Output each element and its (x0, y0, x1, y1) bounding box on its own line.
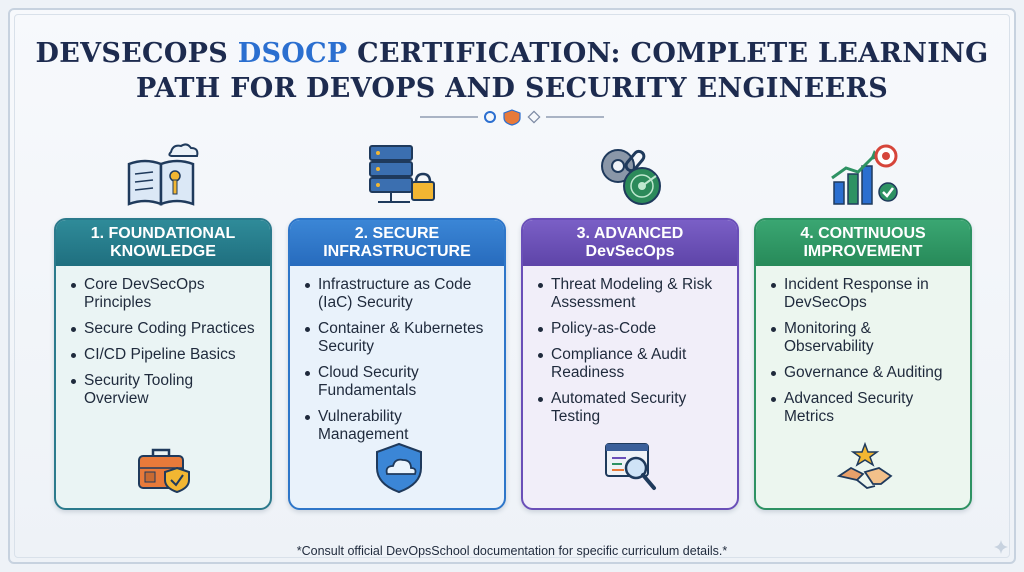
list-item: Advanced Security Metrics (766, 390, 960, 426)
inner-frame (14, 14, 1010, 558)
list-item: Policy-as-Code (533, 320, 727, 338)
title-prefix: DEVSECOPS (35, 38, 238, 69)
title-line-1: DEVSECOPS DSOCP CERTIFICATION: COMPLETE … (0, 36, 1024, 71)
shield-icon (503, 109, 521, 126)
list-item: Secure Coding Practices (66, 320, 260, 338)
title-suffix: CERTIFICATION: COMPLETE LEARNING (347, 38, 989, 69)
topic-list: Threat Modeling & Risk Assessment Policy… (533, 276, 727, 426)
handshake-star-icon (836, 442, 893, 489)
card-heading-line-1: 4. CONTINUOUS (800, 225, 926, 242)
server-lock-icon (369, 145, 435, 203)
list-item: CI/CD Pipeline Basics (66, 346, 260, 364)
topic-list: Core DevSecOps Principles Secure Coding … (66, 276, 260, 408)
list-item: Threat Modeling & Risk Assessment (533, 276, 727, 312)
list-item: Cloud Security Fundamentals (300, 364, 494, 400)
list-item: Infrastructure as Code (IaC) Security (300, 276, 494, 312)
list-item: Automated Security Testing (533, 390, 727, 426)
gear-chain-radar-icon (601, 149, 661, 205)
card-heading-line-1: 2. SECURE (354, 225, 440, 242)
list-item: Compliance & Audit Readiness (533, 346, 727, 382)
list-item: Security Tooling Overview (66, 372, 260, 408)
gear-icon (484, 111, 496, 123)
list-item: Container & Kubernetes Security (300, 320, 494, 356)
list-item: Vulnerability Management (300, 408, 494, 444)
list-item: Core DevSecOps Principles (66, 276, 260, 312)
card-heading-line-2: KNOWLEDGE (110, 243, 216, 260)
growth-chart-target-icon (831, 144, 898, 205)
toolkit-shield-icon (138, 448, 190, 494)
title-accent: DSOCP (237, 38, 348, 69)
page-title: DEVSECOPS DSOCP CERTIFICATION: COMPLETE … (0, 36, 1024, 106)
list-item: Monitoring & Observability (766, 320, 960, 356)
title-line-2: PATH FOR DEVOPS AND SECURITY ENGINEERS (135, 73, 889, 104)
card-heading-line-2: DevSecOps (585, 243, 675, 260)
list-item: Incident Response in DevSecOps (766, 276, 960, 312)
sparkle-icon (994, 540, 1008, 554)
card-heading-line-2: IMPROVEMENT (803, 243, 923, 260)
card-heading-line-1: 3. ADVANCED (576, 225, 684, 242)
footnote: *Consult official DevOpsSchool documenta… (296, 544, 728, 558)
cloud-shield-icon (376, 442, 422, 494)
title-divider-ornament (420, 109, 604, 126)
book-key-cloud-icon (127, 143, 199, 206)
code-magnifier-icon (605, 443, 656, 490)
card-heading-line-2: INFRASTRUCTURE (323, 243, 471, 260)
topic-list: Infrastructure as Code (IaC) Security Co… (300, 276, 494, 444)
list-item: Governance & Auditing (766, 364, 960, 382)
diamond-icon (527, 110, 541, 124)
card-heading-line-1: 1. FOUNDATIONAL (90, 225, 236, 242)
topic-list: Incident Response in DevSecOps Monitorin… (766, 276, 960, 426)
